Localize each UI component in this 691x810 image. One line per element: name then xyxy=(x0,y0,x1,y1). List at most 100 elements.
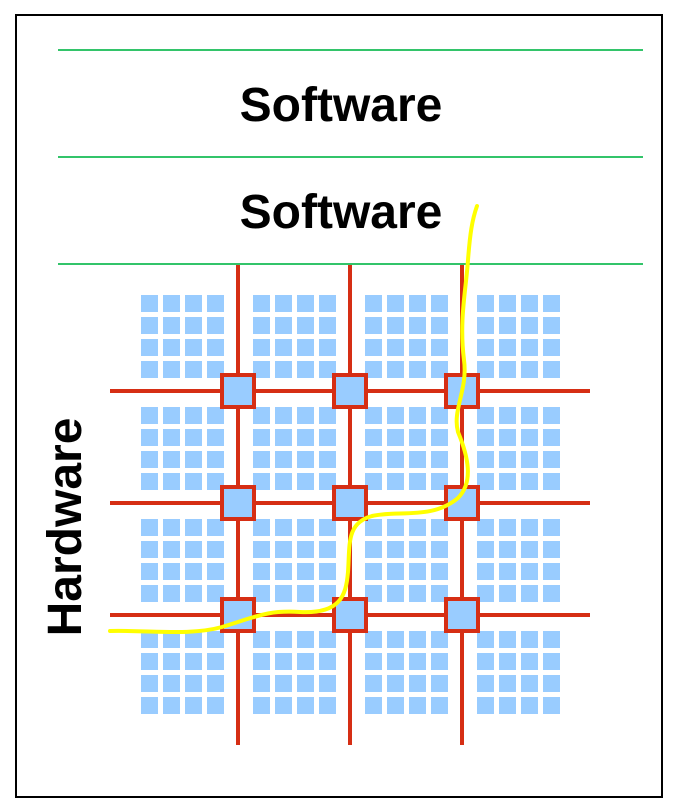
logic-cell xyxy=(387,361,404,378)
logic-cell xyxy=(365,451,382,468)
logic-cell xyxy=(431,675,448,692)
logic-cell xyxy=(319,361,336,378)
logic-cell xyxy=(297,563,314,580)
logic-cell xyxy=(477,519,494,536)
logic-cell xyxy=(387,653,404,670)
logic-cell xyxy=(319,339,336,356)
logic-cell xyxy=(431,295,448,312)
logic-cell xyxy=(253,653,270,670)
logic-cell xyxy=(409,653,426,670)
logic-cell xyxy=(207,451,224,468)
logic-cell xyxy=(207,631,224,648)
logic-cell xyxy=(431,429,448,446)
logic-cell xyxy=(521,585,538,602)
logic-cell xyxy=(521,451,538,468)
logic-cell xyxy=(297,675,314,692)
logic-cell xyxy=(297,585,314,602)
logic-cell xyxy=(319,295,336,312)
logic-cell xyxy=(275,473,292,490)
logic-cell xyxy=(275,295,292,312)
logic-cell xyxy=(477,407,494,424)
logic-cell xyxy=(499,519,516,536)
logic-cell xyxy=(431,317,448,334)
logic-cell xyxy=(141,675,158,692)
logic-cell xyxy=(163,339,180,356)
logic-cell xyxy=(253,473,270,490)
logic-cell xyxy=(543,361,560,378)
logic-cell xyxy=(431,653,448,670)
logic-cell xyxy=(365,361,382,378)
logic-cell xyxy=(477,653,494,670)
logic-cell xyxy=(365,519,382,536)
logic-cell xyxy=(521,563,538,580)
logic-cell xyxy=(431,361,448,378)
diagram-border xyxy=(15,14,663,798)
logic-cell xyxy=(207,473,224,490)
logic-cell xyxy=(543,563,560,580)
switch-boxes xyxy=(220,373,480,633)
logic-cell xyxy=(253,429,270,446)
logic-cell xyxy=(365,339,382,356)
logic-cell xyxy=(185,339,202,356)
logic-cell xyxy=(387,407,404,424)
logic-cell xyxy=(253,519,270,536)
logic-cell xyxy=(365,675,382,692)
logic-cell xyxy=(543,653,560,670)
logic-cell xyxy=(207,653,224,670)
logic-cell xyxy=(207,675,224,692)
logic-cell xyxy=(253,339,270,356)
logic-cell xyxy=(409,451,426,468)
logic-cell xyxy=(319,585,336,602)
logic-cell xyxy=(297,697,314,714)
logic-cell xyxy=(275,451,292,468)
logic-cell xyxy=(297,429,314,446)
logic-cell xyxy=(499,653,516,670)
logic-cell xyxy=(543,451,560,468)
logic-cell xyxy=(141,631,158,648)
logic-cell xyxy=(185,429,202,446)
logic-cell xyxy=(499,697,516,714)
logic-cell xyxy=(543,519,560,536)
logic-cell xyxy=(365,653,382,670)
logic-cell xyxy=(365,631,382,648)
logic-cell xyxy=(185,317,202,334)
logic-cell xyxy=(477,563,494,580)
logic-cell xyxy=(319,473,336,490)
software-layer-label-top: Software xyxy=(240,79,443,132)
logic-cell xyxy=(499,631,516,648)
logic-cell xyxy=(253,317,270,334)
logic-cell xyxy=(185,361,202,378)
logic-cell xyxy=(521,697,538,714)
switch-box xyxy=(220,485,256,521)
logic-cell xyxy=(141,563,158,580)
logic-cell xyxy=(409,295,426,312)
logic-cell xyxy=(365,407,382,424)
logic-cell xyxy=(207,295,224,312)
logic-cell xyxy=(141,451,158,468)
logic-cell xyxy=(499,585,516,602)
logic-cell xyxy=(163,295,180,312)
logic-cell xyxy=(141,541,158,558)
logic-cell xyxy=(207,407,224,424)
logic-cell xyxy=(207,585,224,602)
logic-cell xyxy=(185,653,202,670)
logic-cell xyxy=(253,361,270,378)
logic-cell xyxy=(387,317,404,334)
logic-cell xyxy=(477,451,494,468)
logic-cell xyxy=(543,541,560,558)
logic-cell xyxy=(253,585,270,602)
logic-cell xyxy=(477,541,494,558)
software-layer-label-middle: Software xyxy=(240,186,443,239)
logic-cell xyxy=(275,361,292,378)
logic-cell xyxy=(141,317,158,334)
logic-cell xyxy=(365,317,382,334)
logic-cell xyxy=(521,653,538,670)
logic-cell xyxy=(543,429,560,446)
logic-cell xyxy=(319,697,336,714)
logic-cell xyxy=(431,697,448,714)
logic-cell xyxy=(431,541,448,558)
logic-cell xyxy=(431,473,448,490)
logic-cell xyxy=(387,631,404,648)
logic-cell xyxy=(543,407,560,424)
logic-cell xyxy=(387,473,404,490)
